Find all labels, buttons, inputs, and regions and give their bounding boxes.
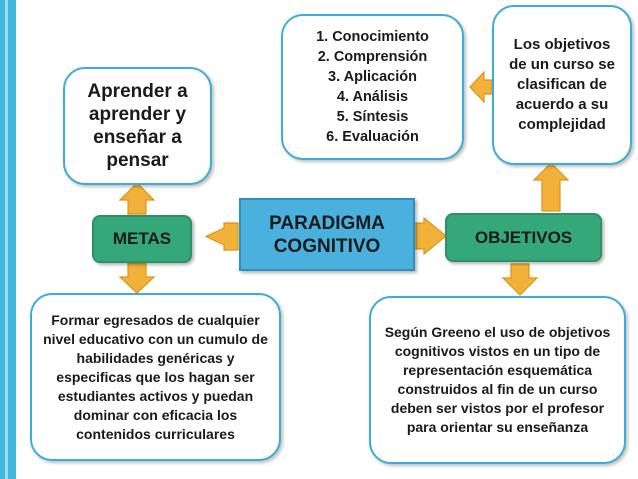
center-line-1: PARADIGMA [269,212,385,234]
arrow-objetivos-to-complejidad [532,162,570,212]
complejidad-text: Los objetivos de un curso se clasifican … [509,36,615,133]
egresados-box: Formar egresados de cualquier nivel educ… [30,293,281,461]
objetivos-label: OBJETIVOS [474,227,573,247]
list-item: 5. Síntesis [336,109,409,125]
greeno-box: Según Greeno el uso de objetivos cogniti… [369,296,626,464]
list-item: 4. Análisis [336,89,409,105]
complejidad-box: Los objetivos de un curso se clasifican … [492,5,632,165]
objetivos-node: OBJETIVOS [445,213,602,262]
arrow-objetivos-to-greeno [501,263,539,296]
list-item: 2. Comprensión [317,49,428,65]
decorative-side-bar [0,0,16,479]
list-item: 6. Evaluación [326,129,419,145]
list-item: 1. Conocimiento [316,29,429,45]
aprender-box: Aprender a aprender y enseñar a pensar [63,67,212,185]
metas-node: METAS [92,215,192,263]
arrow-center-to-objetivos [415,216,447,256]
egresados-text: Formar egresados de cualquier nivel educ… [43,311,268,442]
center-line-2: COGNITIVO [273,235,381,257]
arrow-complejidad-to-clasificacion [469,70,493,104]
aprender-text: Aprender a aprender y enseñar a pensar [87,81,188,171]
arrow-center-to-metas [204,222,239,251]
greeno-text: Según Greeno el uso de objetivos cogniti… [384,324,611,435]
metas-label: METAS [112,229,172,248]
list-item: 3. Aplicación [328,69,417,85]
paradigma-cognitivo-node: PARADIGMA COGNITIVO [239,198,415,271]
arrow-metas-to-aprender [118,182,156,215]
clasificacion-list: 1. Conocimiento 2. Comprensión 3. Aplica… [316,27,429,147]
clasificacion-box: 1. Conocimiento 2. Comprensión 3. Aplica… [281,14,464,160]
arrow-metas-to-egresados [118,262,156,294]
